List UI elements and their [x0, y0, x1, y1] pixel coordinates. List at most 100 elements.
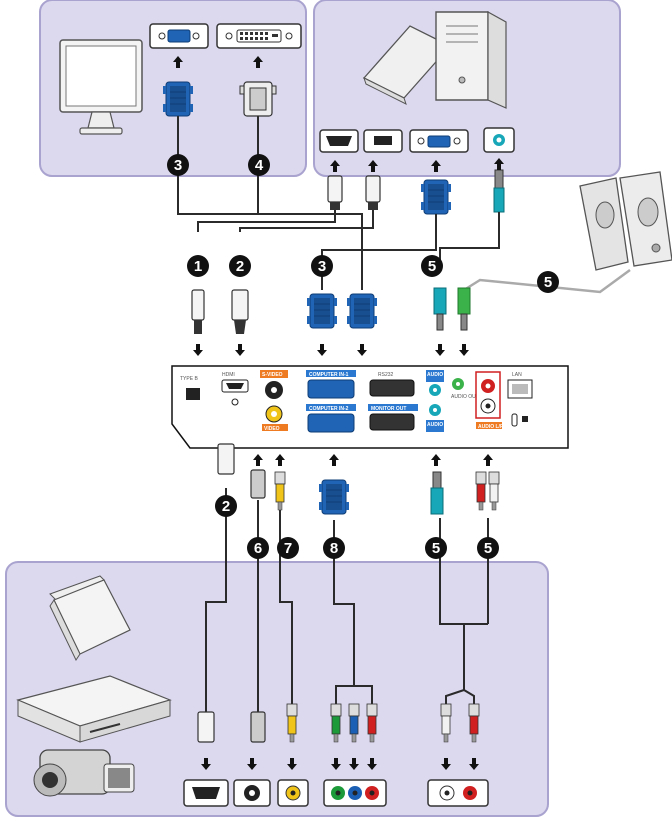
- source-hdmi-port: [183, 779, 229, 807]
- svg-text:5: 5: [432, 540, 440, 557]
- arrow-down-audio-out: [459, 344, 469, 356]
- audio-out-port: AUDIO OUT: [451, 378, 479, 400]
- svg-text:S-VIDEO: S-VIDEO: [262, 372, 283, 378]
- callout-2-top: 2: [229, 255, 251, 277]
- video-sources-panel: [5, 561, 549, 817]
- svg-text:7: 7: [284, 540, 292, 557]
- source-audio-ports: [427, 779, 489, 807]
- vga-plug-component-projector: [318, 479, 350, 515]
- audio-in-1-port: AUDIO IN-1 AUDIO IN-2: [426, 370, 454, 432]
- hdmi-plug-projector-bottom: [217, 443, 235, 475]
- s-video-port: S-VIDEO: [260, 370, 288, 399]
- hdmi-port: HDMI: [221, 372, 249, 406]
- computer-hdmi-port: [319, 129, 359, 153]
- svg-text:8: 8: [330, 540, 338, 557]
- callout-5-speakers: 5: [537, 271, 559, 293]
- computer-audio-port: [483, 127, 515, 153]
- lock-icon: [511, 413, 528, 427]
- rca-yellow-plug-projector: [274, 471, 286, 511]
- source-svideo-port: [233, 779, 271, 807]
- arrow-up-audio-in-2: [431, 454, 441, 466]
- svg-text:6: 6: [254, 540, 262, 557]
- svideo-plug-source: [250, 711, 266, 743]
- audio-plug-projector-out: [457, 287, 471, 331]
- usb-b-port: TYPE B: [180, 376, 200, 400]
- callout-1: 1: [187, 255, 209, 277]
- speakers-icon: [579, 171, 672, 271]
- usb-plug-projector: [191, 289, 205, 334]
- svg-text:5: 5: [544, 274, 552, 291]
- audio-plug-projector-in-2: [430, 471, 444, 515]
- audio-lr-ports: AUDIO L/R: [475, 371, 504, 430]
- vga-plug-monitor: [162, 81, 194, 117]
- rca-red-plug-projector: [475, 471, 487, 511]
- svg-text:5: 5: [428, 258, 436, 275]
- rs232-port: RS232: [369, 372, 415, 397]
- callout-8: 8: [323, 537, 345, 559]
- audio-plug-projector-in: [433, 287, 447, 331]
- callout-3-monitor: 3: [167, 154, 189, 176]
- callout-5-bottom-right: 5: [477, 537, 499, 559]
- video-port: VIDEO: [262, 405, 288, 432]
- arrow-up-video-in: [275, 454, 285, 466]
- source-video-port: [277, 779, 309, 807]
- svg-text:COMPUTER IN-2: COMPUTER IN-2: [309, 406, 349, 412]
- svg-text:AUDIO IN-1: AUDIO IN-1: [427, 372, 454, 378]
- callout-5-bottom-left: 5: [425, 537, 447, 559]
- rca-white-plug-projector: [488, 471, 500, 511]
- arrow-down-usb: [193, 344, 203, 356]
- game-console-icon: [49, 575, 131, 662]
- monitor-vga-port: [149, 23, 209, 49]
- svg-text:MONITOR OUT: MONITOR OUT: [371, 406, 406, 412]
- vga-plug-projector-1: [306, 293, 338, 329]
- svg-text:AUDIO L/R: AUDIO L/R: [478, 424, 504, 430]
- svideo-plug-projector: [250, 469, 266, 499]
- hdmi-plug-projector-top: [231, 289, 249, 334]
- callout-4: 4: [248, 154, 270, 176]
- dvd-player-icon: [16, 675, 172, 743]
- computer-vga-port: [409, 129, 469, 153]
- hdmi-plug-source: [197, 711, 215, 743]
- computer-usb-port: [363, 129, 403, 153]
- svg-text:LAN: LAN: [512, 372, 522, 378]
- callout-3-projector: 3: [311, 255, 333, 277]
- svg-text:4: 4: [255, 157, 264, 174]
- arrow-up-svideo-in: [253, 454, 263, 466]
- usb-plug-computer: [365, 175, 381, 210]
- callout-6: 6: [247, 537, 269, 559]
- arrow-down-vga-1: [317, 344, 327, 356]
- hdmi-plug-computer: [327, 175, 343, 210]
- callout-5-top: 5: [421, 255, 443, 277]
- arrow-down-hdmi: [235, 344, 245, 356]
- vga-plug-computer: [420, 179, 452, 215]
- source-component-ports: [323, 779, 387, 807]
- computer-in-2-port: COMPUTER IN-2: [306, 404, 356, 433]
- svg-text:COMPUTER IN-1: COMPUTER IN-1: [309, 372, 349, 378]
- camcorder-icon: [33, 749, 135, 797]
- arrow-down-vga-2: [357, 344, 367, 356]
- audio-plug-computer: [493, 169, 505, 213]
- svg-text:VIDEO: VIDEO: [264, 426, 280, 432]
- arrow-up-audio-lr: [483, 454, 493, 466]
- svg-text:5: 5: [484, 540, 492, 557]
- vga-plug-projector-2: [346, 293, 378, 329]
- svg-text:2: 2: [222, 498, 230, 515]
- monitor-icon: [59, 39, 143, 135]
- svg-text:TYPE B: TYPE B: [180, 376, 198, 382]
- callout-2-bottom: 2: [215, 495, 237, 517]
- svg-text:1: 1: [194, 258, 202, 275]
- arrow-down-audio-in: [435, 344, 445, 356]
- svg-text:RS232: RS232: [378, 372, 394, 378]
- lan-port: LAN: [507, 372, 533, 399]
- svg-text:2: 2: [236, 258, 244, 275]
- desktop-computer-icon: [362, 10, 507, 109]
- monitor-out-port: MONITOR OUT: [368, 404, 418, 431]
- svg-text:AUDIO OUT: AUDIO OUT: [451, 394, 479, 400]
- svg-text:3: 3: [174, 157, 182, 174]
- monitor-dvi-port: [216, 23, 302, 49]
- computer-in-1-port: COMPUTER IN-1: [306, 370, 356, 399]
- svg-text:AUDIO IN-2: AUDIO IN-2: [427, 422, 454, 428]
- svg-text:HDMI: HDMI: [222, 372, 235, 378]
- callout-7: 7: [277, 537, 299, 559]
- arrow-up-component-in: [329, 454, 339, 466]
